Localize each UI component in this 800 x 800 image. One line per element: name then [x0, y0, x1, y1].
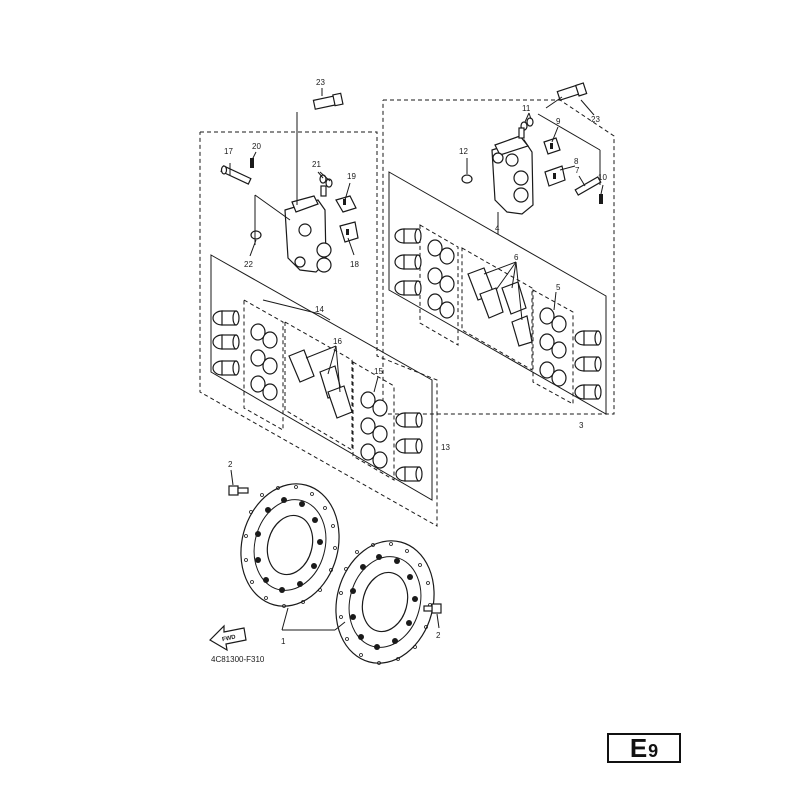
callout-13: 13	[441, 443, 450, 452]
kit-outline-5-seals	[532, 289, 574, 405]
kit-outline-6-pads	[461, 247, 533, 371]
callout-5: 5	[556, 283, 561, 292]
kit-outline-14-seals	[243, 299, 284, 431]
callout-3: 3	[579, 421, 584, 430]
callout-8: 8	[574, 157, 579, 166]
callout-23: 23	[591, 115, 600, 124]
fwd-arrow-icon	[209, 624, 247, 652]
left-pin-clip	[250, 158, 254, 168]
callout-15: 15	[374, 367, 383, 376]
left-bleed-screw	[319, 174, 333, 197]
left-pistons	[212, 310, 240, 376]
right-brake-disc	[335, 540, 435, 665]
callout-16: 16	[333, 337, 342, 346]
left-caliper-group-outline	[199, 131, 438, 527]
right-caliper-bolt	[556, 82, 588, 101]
callout-1: 1	[281, 637, 286, 646]
left-seals-b	[360, 391, 388, 469]
callout-2: 2	[436, 631, 441, 640]
page-badge: E 9	[607, 733, 681, 763]
right-plug	[461, 174, 473, 184]
callout-9: 9	[556, 117, 561, 126]
right-caliper	[491, 135, 534, 215]
callout-19: 19	[347, 172, 356, 181]
left-brake-disc	[240, 483, 340, 608]
right-pad-pin	[574, 176, 602, 196]
fwd-label: FWD	[222, 634, 237, 643]
right-pad-spring	[543, 137, 566, 187]
callout-12: 12	[459, 147, 468, 156]
left-brake-pads	[288, 349, 353, 419]
left-caliper	[284, 195, 332, 273]
left-seals-a	[250, 323, 278, 401]
right-pin-clip	[599, 194, 603, 204]
drawing-code: 4C81300-F310	[211, 655, 265, 664]
right-seals-b	[539, 307, 567, 387]
page-badge-number: 9	[648, 741, 659, 761]
callout-11: 11	[522, 104, 531, 113]
kit-outline-4	[388, 171, 607, 415]
callout-18: 18	[350, 260, 359, 269]
left-pad-spring	[335, 195, 359, 243]
callout-6: 6	[514, 253, 519, 262]
left-plug	[250, 230, 262, 240]
left-pad-pin	[220, 165, 252, 185]
callout-22: 22	[244, 260, 253, 269]
right-seals-a	[427, 239, 455, 319]
left-caliper-bolt	[312, 92, 344, 110]
callout-2: 2	[228, 460, 233, 469]
callout-17: 17	[224, 147, 233, 156]
callout-4: 4	[495, 224, 500, 233]
kit-outline-16-pads	[284, 321, 353, 451]
callout-23: 23	[316, 78, 325, 87]
kit-outline-15-seals	[352, 361, 395, 481]
callout-14: 14	[315, 305, 324, 314]
right-pistons	[394, 228, 422, 296]
right-caliper-group-outline	[382, 99, 615, 415]
right-bleed-screw	[518, 117, 534, 139]
callout-7: 7	[575, 166, 580, 175]
callout-20: 20	[252, 142, 261, 151]
disc-bolt-lower	[423, 603, 442, 614]
right-pistons-b	[574, 330, 602, 400]
callout-21: 21	[312, 160, 321, 169]
disc-bolt-upper	[228, 485, 249, 496]
kit-outline-13	[210, 254, 433, 501]
left-pistons-b	[395, 412, 423, 482]
callout-10: 10	[598, 173, 607, 182]
right-brake-pads	[467, 267, 533, 347]
page-badge-letter: E	[629, 733, 648, 763]
